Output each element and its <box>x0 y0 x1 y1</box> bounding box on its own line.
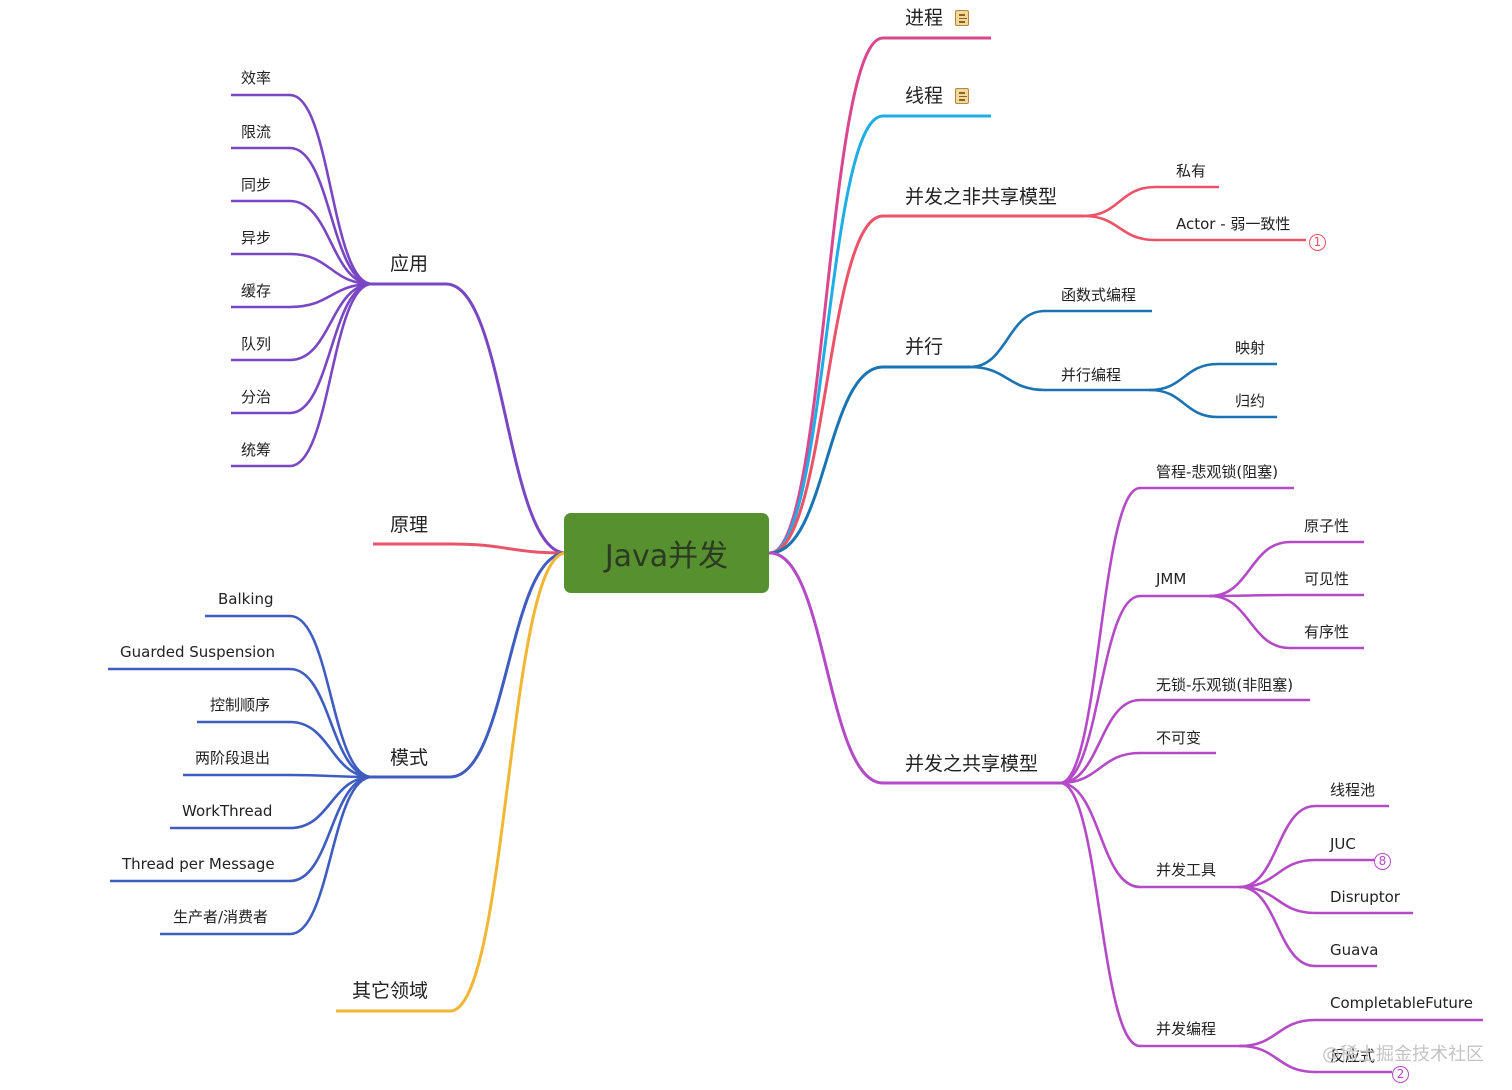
shared-item-concurrency-tools[interactable]: 并发工具 <box>1156 861 1217 879</box>
parallel-item-functional[interactable]: 函数式编程 <box>1061 286 1137 304</box>
jmm-item-atomicity[interactable]: 原子性 <box>1304 517 1350 535</box>
connector-programming-item <box>1238 1044 1317 1074</box>
connector-pattern-item <box>288 775 374 936</box>
connector-pattern-item <box>288 614 374 779</box>
reactive-count-badge[interactable]: 2 <box>1392 1066 1409 1083</box>
parallel-programming-item-map[interactable]: 映射 <box>1235 339 1266 357</box>
connector-shared-item <box>1058 751 1142 785</box>
connector-application-item <box>288 282 374 309</box>
branch-application[interactable]: 应用 <box>390 253 429 275</box>
connector-parallel-item <box>968 309 1047 369</box>
jmm-item-visibility[interactable]: 可见性 <box>1304 570 1350 588</box>
programming-item-completablefuture[interactable]: CompletableFuture <box>1330 994 1473 1012</box>
branch-non-shared-model[interactable]: 并发之非共享模型 <box>905 186 1058 208</box>
connector-shared-item <box>1058 486 1142 785</box>
pattern-item-producer-consumer[interactable]: 生产者/消费者 <box>173 908 269 926</box>
connector-application-item <box>288 199 374 286</box>
parallel-programming-item-reduce[interactable]: 归约 <box>1235 392 1266 410</box>
shared-item-immutable[interactable]: 不可变 <box>1156 729 1202 747</box>
pattern-item-workthread[interactable]: WorkThread <box>182 802 273 820</box>
connector-application-item <box>288 146 374 286</box>
connector-tools-item <box>1238 885 1317 968</box>
non-shared-item-actor[interactable]: Actor - 弱一致性 <box>1176 215 1291 233</box>
connector-pattern-item <box>288 775 374 830</box>
connector-pattern-item <box>288 720 374 779</box>
connector-non-shared <box>768 214 885 555</box>
tools-item-juc[interactable]: JUC <box>1330 835 1356 853</box>
jmm-item-ordering[interactable]: 有序性 <box>1304 623 1350 641</box>
connector-jmm-item <box>1208 594 1292 650</box>
connector-pattern-item <box>288 667 374 779</box>
tools-item-thread-pool[interactable]: 线程池 <box>1330 781 1376 799</box>
connector-parallel-item <box>968 365 1047 392</box>
connector-shared-item <box>1058 698 1142 785</box>
actor-count-badge[interactable]: 1 <box>1309 234 1326 251</box>
branch-other-domains[interactable]: 其它领域 <box>352 980 429 1002</box>
connector-shared <box>768 551 885 785</box>
connector-application-item <box>288 282 374 362</box>
application-item-rate-limit[interactable]: 限流 <box>241 123 272 141</box>
application-item-coordinate[interactable]: 统筹 <box>241 441 272 459</box>
connector-shared-item <box>1058 781 1142 889</box>
connector-tools-item <box>1238 885 1317 915</box>
connector-process <box>768 36 885 555</box>
connector-shared-item <box>1058 594 1142 785</box>
root-label: Java并发 <box>604 539 729 574</box>
branch-thread[interactable]: 线程 <box>905 85 944 107</box>
connector-non-shared-item <box>1082 185 1157 218</box>
connector-principle <box>448 542 568 555</box>
connector-parallel <box>768 365 885 555</box>
pattern-item-two-phase-termination[interactable]: 两阶段退出 <box>195 749 271 767</box>
connector-application-item <box>288 93 374 286</box>
root-node[interactable]: Java并发 <box>564 513 769 593</box>
branch-shared-model[interactable]: 并发之共享模型 <box>905 753 1039 775</box>
connector-jmm-item <box>1208 593 1292 598</box>
programming-item-reactive[interactable]: 反应式 <box>1330 1047 1376 1065</box>
connector-pattern-item <box>288 773 374 779</box>
thread-note-icon[interactable] <box>955 88 969 104</box>
connector-tools-item <box>1238 858 1317 889</box>
application-item-sync[interactable]: 同步 <box>241 176 272 194</box>
connector-jmm-item <box>1208 540 1292 598</box>
connector-application-item <box>288 252 374 286</box>
branch-process[interactable]: 进程 <box>905 7 944 29</box>
branch-parallel[interactable]: 并行 <box>905 336 944 358</box>
connector-programming-item <box>1238 1018 1317 1048</box>
pattern-item-control-order[interactable]: 控制顺序 <box>210 696 271 714</box>
application-item-divide[interactable]: 分治 <box>241 388 272 406</box>
branch-patterns[interactable]: 模式 <box>390 747 429 769</box>
shared-item-concurrent-programming[interactable]: 并发编程 <box>1156 1020 1217 1038</box>
connector-thread <box>768 114 885 555</box>
connector-pattern-item <box>288 775 374 883</box>
application-item-efficiency[interactable]: 效率 <box>241 69 272 87</box>
pattern-item-balking[interactable]: Balking <box>218 590 274 608</box>
juc-count-badge[interactable]: 8 <box>1374 853 1391 870</box>
tools-item-disruptor[interactable]: Disruptor <box>1330 888 1400 906</box>
non-shared-item-private[interactable]: 私有 <box>1176 162 1207 180</box>
connector-other-domains <box>448 551 568 1013</box>
connector-shared-item <box>1058 781 1142 1048</box>
connector-tools-item <box>1238 804 1317 889</box>
process-note-icon[interactable] <box>955 10 969 26</box>
connector-non-shared-item <box>1082 214 1157 242</box>
connector-parallel-sub-item <box>1148 388 1220 419</box>
application-item-async[interactable]: 异步 <box>241 229 272 247</box>
application-item-cache[interactable]: 缓存 <box>241 282 272 300</box>
pattern-item-thread-per-message[interactable]: Thread per Message <box>122 855 275 873</box>
shared-item-monitor[interactable]: 管程-悲观锁(阻塞) <box>1156 463 1279 481</box>
connector-application <box>444 282 568 555</box>
tools-item-guava[interactable]: Guava <box>1330 941 1379 959</box>
branch-principle[interactable]: 原理 <box>390 514 429 536</box>
shared-item-lock-free[interactable]: 无锁-乐观锁(非阻塞) <box>1156 676 1294 694</box>
connector-application-item <box>288 282 374 415</box>
parallel-item-parallel-programming[interactable]: 并行编程 <box>1061 366 1122 384</box>
connector-patterns <box>448 551 568 779</box>
connector-application-item <box>288 282 374 468</box>
connector-parallel-sub-item <box>1148 362 1220 392</box>
application-item-queue[interactable]: 队列 <box>241 335 272 353</box>
watermark: @稀土掘金技术社区 <box>1322 1044 1484 1065</box>
pattern-item-guarded-suspension[interactable]: Guarded Suspension <box>120 643 276 661</box>
shared-item-jmm[interactable]: JMM <box>1156 570 1187 588</box>
